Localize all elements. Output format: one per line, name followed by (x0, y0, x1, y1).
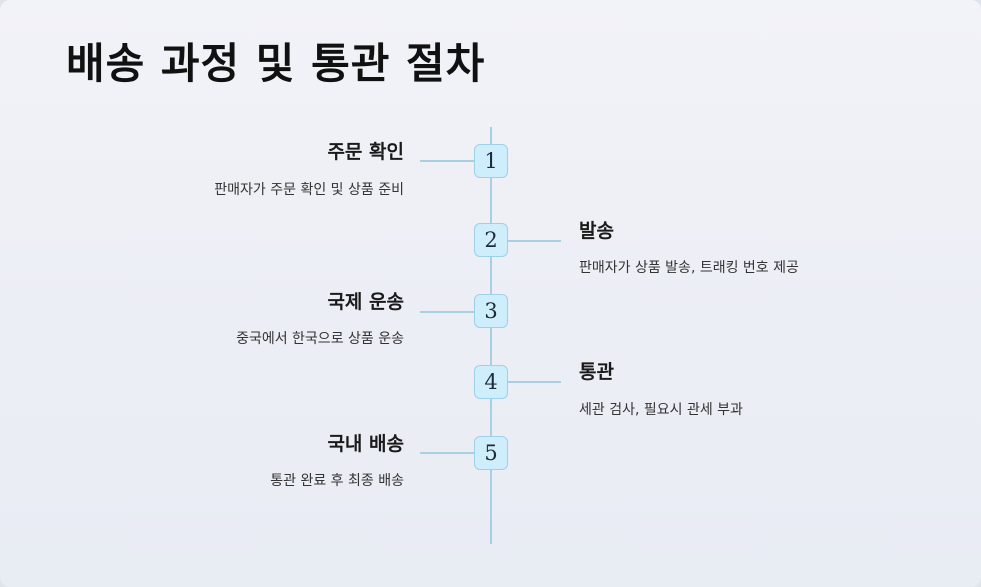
page-title: 배송 과정 및 통관 절차 (66, 39, 486, 88)
step-4-title: 통관 (579, 361, 614, 383)
step-3-connector (420, 311, 474, 313)
step-1-title: 주문 확인 (327, 141, 404, 163)
step-1-description: 판매자가 주문 확인 및 상품 준비 (214, 182, 404, 198)
step-1-connector (420, 160, 474, 162)
step-1-number-badge: 1 (474, 144, 508, 178)
step-5-number-badge: 5 (474, 436, 508, 470)
step-3-description: 중국에서 한국으로 상품 운송 (236, 331, 404, 347)
step-3-title: 국제 운송 (327, 291, 404, 313)
step-2-number-badge: 2 (474, 223, 508, 257)
step-5-title: 국내 배송 (327, 433, 404, 455)
step-3-number-badge: 3 (474, 294, 508, 328)
step-2-description: 판매자가 상품 발송, 트래킹 번호 제공 (579, 260, 799, 276)
step-4-description: 세관 검사, 필요시 관세 부과 (579, 402, 743, 418)
step-2-connector (508, 240, 561, 242)
step-5-description: 통관 완료 후 최종 배송 (270, 473, 404, 489)
step-5-connector (420, 452, 474, 454)
step-2-title: 발송 (579, 220, 614, 242)
step-4-number-badge: 4 (474, 365, 508, 399)
timeline-axis (490, 127, 492, 544)
step-4-connector (508, 381, 561, 383)
